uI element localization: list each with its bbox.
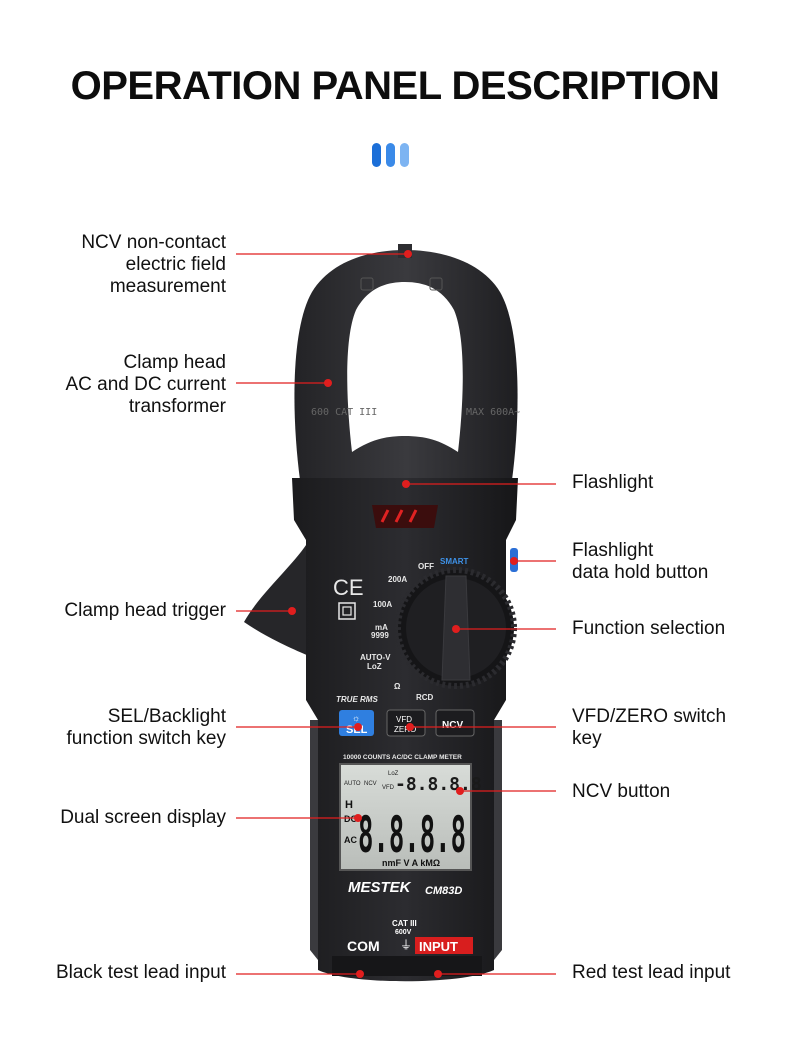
callout-red-lead: Red test lead input xyxy=(572,962,730,984)
callout-flashlight: Flashlight xyxy=(572,472,653,494)
true-rms-label: TRUE RMS xyxy=(336,695,378,704)
dial-100a-label: 100A xyxy=(373,600,392,609)
callout-line: Function selection xyxy=(572,618,726,639)
dial-ma-label: mA xyxy=(375,623,388,632)
leader-dot xyxy=(356,970,364,978)
lcd-loz: LoZ xyxy=(388,771,399,777)
callout-line: Clamp head xyxy=(123,352,226,373)
callout-line: VFD/ZERO switch xyxy=(572,706,727,727)
callout-line: data hold button xyxy=(572,562,709,583)
callout-clamp-head: Clamp head AC and DC current transformer xyxy=(65,352,226,418)
lcd-auto: AUTO xyxy=(344,781,361,787)
callout-ncv-button: NCV button xyxy=(572,781,670,803)
zero-key-label: ZERO xyxy=(394,725,416,734)
dial-200a-label: 200A xyxy=(388,575,407,584)
clamp-jaw: 600 CAT III MAX 600A~ xyxy=(294,244,520,480)
lcd-vfd: VFD xyxy=(382,785,395,791)
leader-dot xyxy=(510,557,518,565)
callout-sel-key: SEL/Backlight function switch key xyxy=(67,706,226,750)
page-title: OPERATION PANEL DESCRIPTION xyxy=(70,64,720,108)
double-insulation-icon xyxy=(338,602,356,620)
callout-line: Dual screen display xyxy=(60,807,226,828)
callout-line: electric field xyxy=(125,254,226,275)
callout-line: SEL/Backlight xyxy=(107,706,226,727)
model-label: CM83D xyxy=(425,885,462,897)
accent-dot xyxy=(372,143,381,167)
callout-ncv-sensor: NCV non-contact electric field measureme… xyxy=(81,232,226,298)
leader-dot xyxy=(404,250,412,258)
callout-line: Flashlight xyxy=(572,540,654,561)
lcd-ac-indicator: AC xyxy=(344,835,357,845)
callout-flash-button: Flashlight data hold button xyxy=(572,540,708,584)
callout-line: Black test lead input xyxy=(55,962,226,983)
callout-line: function switch key xyxy=(66,728,226,749)
lcd-dc-indicator: DC xyxy=(344,814,357,824)
lcd-ncv: NCV xyxy=(364,781,377,787)
callout-line: Clamp head trigger xyxy=(64,600,226,621)
com-label: COM xyxy=(347,938,380,954)
leader-dot xyxy=(354,814,362,822)
dial-off-label: OFF xyxy=(418,562,434,571)
dial-ohm-icon: Ω xyxy=(394,682,401,691)
leader-dot xyxy=(434,970,442,978)
callout-line: NCV non-contact xyxy=(81,232,226,253)
leader-dot xyxy=(324,379,332,387)
callout-display: Dual screen display xyxy=(60,807,226,829)
cat-rating: CAT III xyxy=(392,919,417,928)
vfd-key-label: VFD xyxy=(396,715,412,724)
callout-line: transformer xyxy=(128,396,226,417)
lcd-header: 10000 COUNTS AC/DC CLAMP METER xyxy=(343,754,462,761)
brand-logo: MESTEK xyxy=(348,879,412,896)
leader-dot xyxy=(402,480,410,488)
accent-dot xyxy=(386,143,395,167)
callout-line: key xyxy=(572,728,602,749)
leader-dot xyxy=(456,787,464,795)
callout-line: measurement xyxy=(109,276,226,297)
dial-rcd-label: RCD xyxy=(416,693,434,702)
ncv-key-label: NCV xyxy=(442,720,463,731)
dial-smart-label: SMART xyxy=(440,557,469,566)
lcd-units: nmF V A kMΩ xyxy=(382,858,440,868)
callout-trigger: Clamp head trigger xyxy=(64,600,226,622)
sel-key[interactable]: SEL ☼ xyxy=(339,710,374,736)
callout-black-lead: Black test lead input xyxy=(56,962,226,984)
callout-function-selection: Function selection xyxy=(572,618,725,640)
ce-mark: CE xyxy=(333,575,364,600)
jaw-rating-left: 600 CAT III xyxy=(311,407,377,418)
leader-dot xyxy=(288,607,296,615)
callout-line: Red test lead input xyxy=(572,962,731,983)
backlight-icon: ☼ xyxy=(352,713,360,723)
leader-dot xyxy=(406,723,414,731)
jaw-rating-right: MAX 600A~ xyxy=(466,407,520,418)
dial-ma-range-label: 9999 xyxy=(371,631,389,640)
leader-dot xyxy=(354,723,362,731)
dial-loz-label: LoZ xyxy=(367,662,382,671)
leader-dot xyxy=(452,625,460,633)
lcd-main-digits: 8.8.8.8 xyxy=(358,806,466,864)
lcd-secondary-digits: -8.8.8.8 xyxy=(395,774,482,795)
ncv-key[interactable]: NCV xyxy=(435,709,475,737)
input-label: INPUT xyxy=(419,939,458,954)
input-label-bg xyxy=(415,937,473,954)
cat-voltage: 600V xyxy=(395,929,412,936)
vfd-zero-key[interactable]: VFD ZERO xyxy=(386,709,426,737)
accent-dots xyxy=(372,143,418,167)
callout-line: NCV button xyxy=(572,781,671,802)
callout-line: Flashlight xyxy=(572,472,654,493)
accent-dot xyxy=(400,143,409,167)
dial-autov-label: AUTO-V xyxy=(360,653,391,662)
ground-icon: ⏚ xyxy=(400,938,412,952)
callout-vfd-zero: VFD/ZERO switch key xyxy=(572,706,726,750)
clamp-trigger[interactable] xyxy=(244,535,318,660)
lcd-hold-indicator: H xyxy=(345,799,353,811)
lcd-display: AUTO NCV VFD LoZ -8.8.8.8 H DC AC 8.8.8.… xyxy=(339,763,482,871)
callout-line: AC and DC current xyxy=(65,374,226,395)
